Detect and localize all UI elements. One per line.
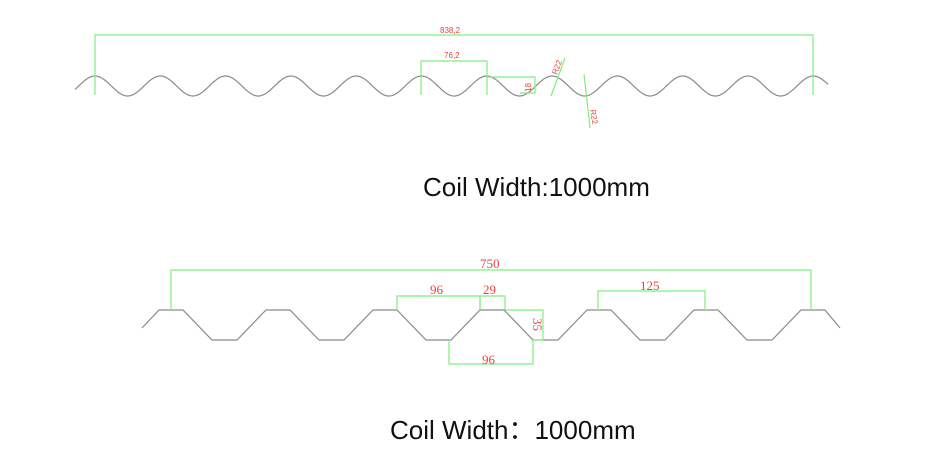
dim-total-label: 838,2 bbox=[440, 26, 461, 35]
dim-total-width bbox=[170, 269, 812, 310]
dim-total-label: 750 bbox=[480, 256, 500, 271]
dim-pitch-label: 125 bbox=[640, 278, 660, 293]
dim-bottom-span-label: 96 bbox=[482, 352, 496, 367]
corrugated-wave-profile bbox=[74, 75, 829, 97]
dim-crest-label: 29 bbox=[483, 282, 496, 297]
dim-radius-2 bbox=[583, 73, 591, 129]
dim-height bbox=[505, 309, 544, 341]
dim-pitch bbox=[597, 290, 706, 310]
dim-pitch bbox=[420, 60, 488, 95]
dim-radius-1 bbox=[550, 57, 566, 97]
dim-pitch-label: 76,2 bbox=[444, 51, 460, 60]
top-dimensions: 838,2 76,2 18 R22 R22 bbox=[94, 26, 814, 129]
bottom-dimensions: 750 96 29 35 96 125 bbox=[170, 256, 812, 367]
top-coil-width-caption: Coil Width:1000mm bbox=[423, 172, 650, 202]
dim-height-label: 35 bbox=[530, 318, 545, 331]
dim-top-span bbox=[396, 295, 481, 310]
trapezoidal-profile bbox=[141, 309, 841, 341]
dim-top-span-label: 96 bbox=[430, 282, 444, 297]
dim-bottom-span bbox=[448, 340, 534, 365]
dim-height-label: 18 bbox=[524, 83, 533, 92]
dim-radius-1-label: R22 bbox=[550, 58, 564, 75]
dim-total-width bbox=[94, 34, 814, 95]
dim-height bbox=[487, 76, 536, 94]
dim-radius-2-label: R22 bbox=[588, 109, 600, 126]
dim-crest bbox=[479, 295, 506, 310]
bottom-coil-width-caption: Coil Width：1000mm bbox=[390, 415, 636, 445]
